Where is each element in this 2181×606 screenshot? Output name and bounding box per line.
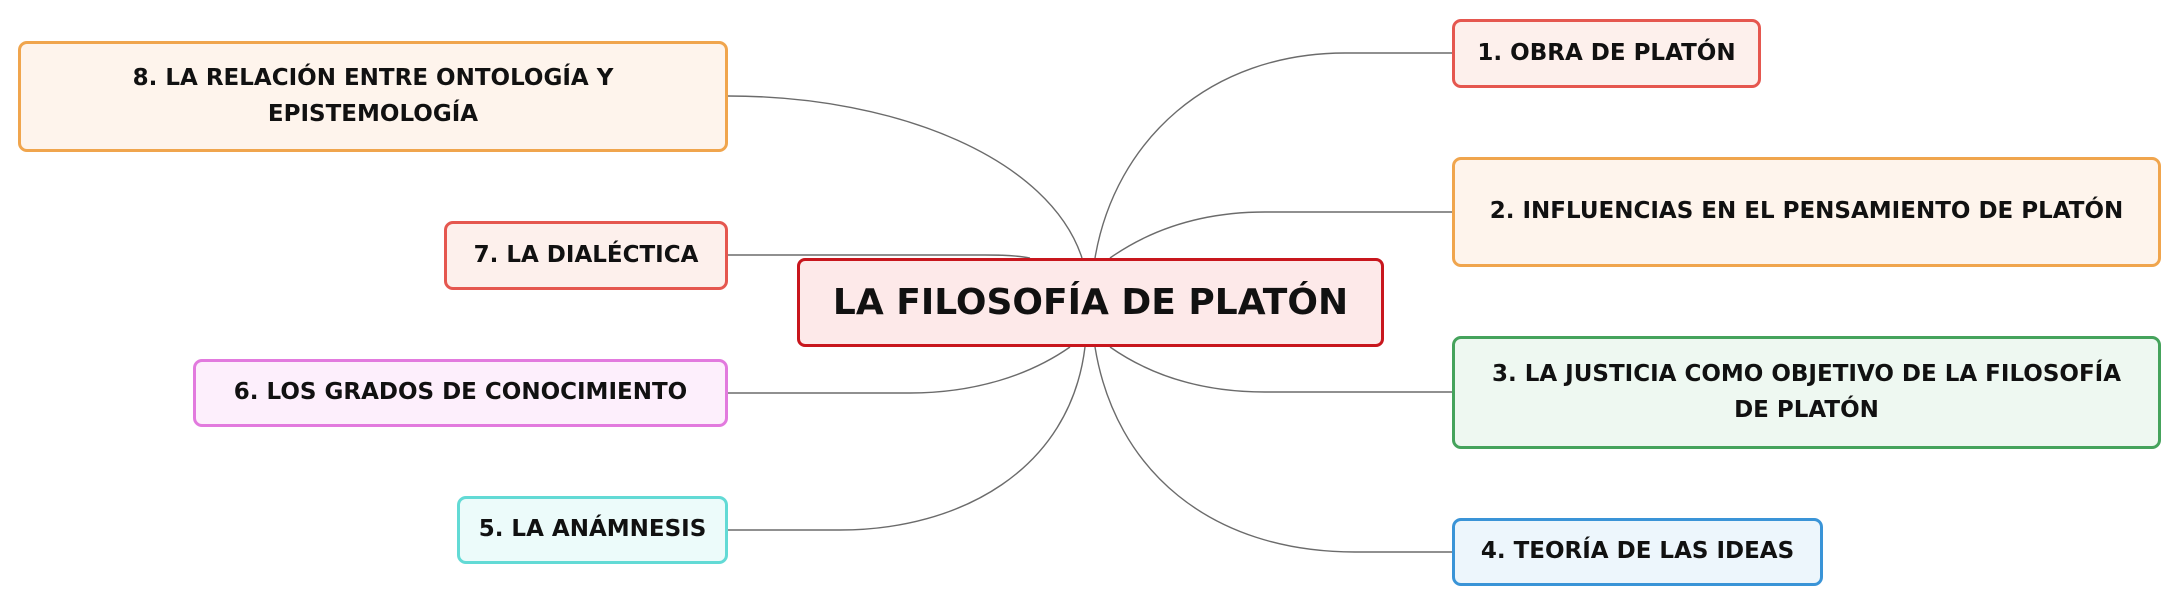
connector-branch-8: [727, 95, 1083, 259]
branch-justicia[interactable]: 3. LA JUSTICIA COMO OBJETIVO DE LA FILOS…: [1452, 336, 2161, 449]
connector-branch-1: [1094, 52, 1452, 259]
branch-influencias[interactable]: 2. INFLUENCIAS EN EL PENSAMIENTO DE PLAT…: [1452, 157, 2161, 267]
branch-ontologia-epistemologia[interactable]: 8. LA RELACIÓN ENTRE ONTOLOGÍA Y EPISTEM…: [18, 41, 728, 152]
connector-branch-3: [1109, 346, 1452, 393]
connector-branch-4: [1094, 346, 1452, 553]
connector-branch-7: [728, 254, 1031, 259]
connector-branch-6: [728, 346, 1071, 394]
branch-grados-de-conocimiento[interactable]: 6. LOS GRADOS DE CONOCIMIENTO: [193, 359, 728, 427]
branch-anamnesis[interactable]: 5. LA ANÁMNESIS: [457, 496, 728, 564]
connector-branch-2: [1109, 211, 1452, 259]
branch-obra-de-platon[interactable]: 1. OBRA DE PLATÓN: [1452, 19, 1761, 88]
central-topic[interactable]: LA FILOSOFÍA DE PLATÓN: [797, 258, 1384, 347]
branch-dialectica[interactable]: 7. LA DIALÉCTICA: [444, 221, 728, 290]
branch-teoria-de-las-ideas[interactable]: 4. TEORÍA DE LAS IDEAS: [1452, 518, 1823, 586]
connector-branch-5: [728, 346, 1086, 531]
